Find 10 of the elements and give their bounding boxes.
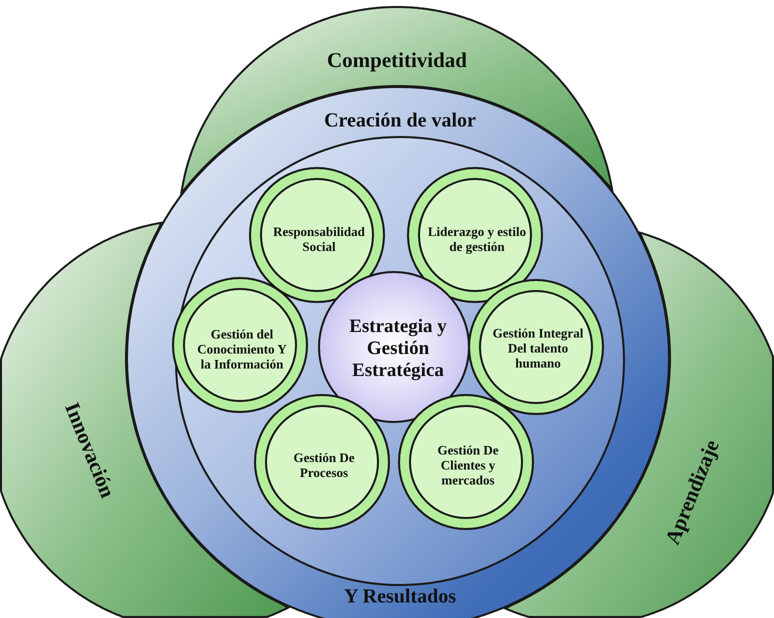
circle-label: Gestión De Clientes y mercados [436,444,500,488]
circle-label: Competitividad [327,48,467,72]
circle-label: Gestión De Procesos [292,451,356,481]
circle-label: Y Resultados [344,586,456,608]
circle-label: Gestión Integral Del talento humano [492,326,584,372]
circle-label: Liderazgo y estilo de gestión [427,225,527,255]
circle-label: Responsabilidad Social [272,225,366,255]
circle-label: Estrategia y Gestión Estratégica [348,316,448,382]
circle-label: Creación de valor [324,110,476,132]
circle-label: Gestión del Conocimiento Y la Información [196,328,288,372]
